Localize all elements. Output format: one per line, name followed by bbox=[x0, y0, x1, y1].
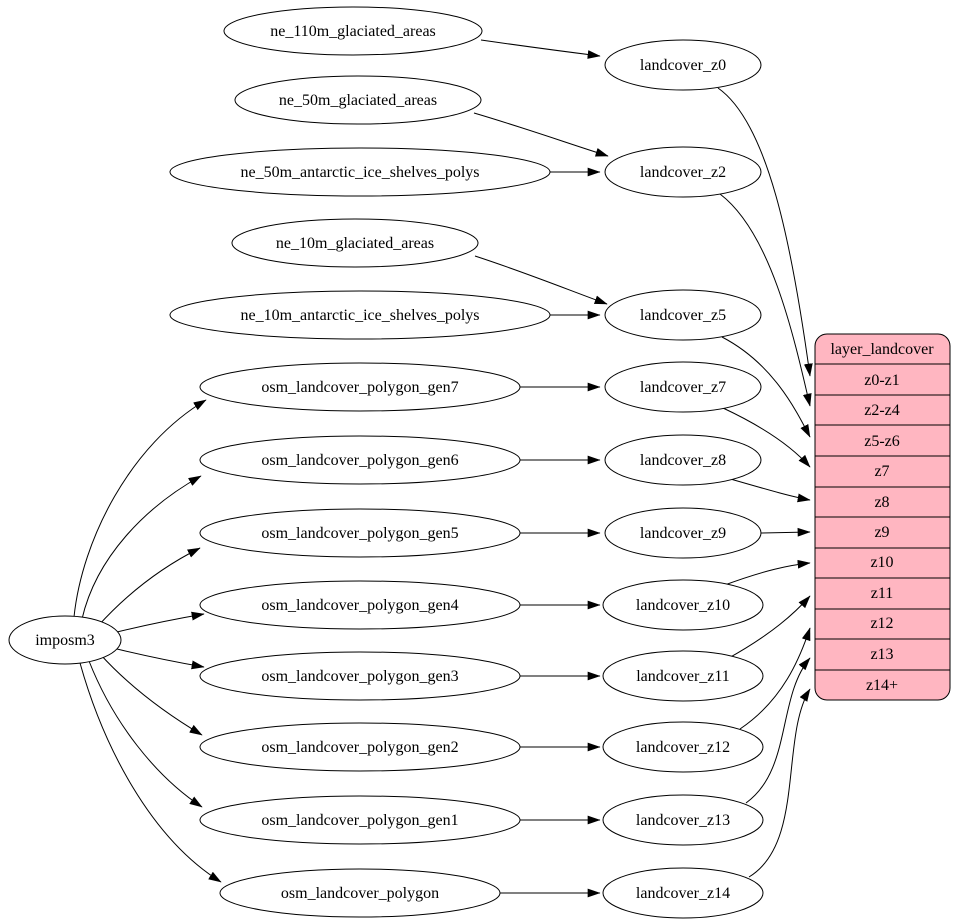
node-label-landcover_z8: landcover_z8 bbox=[640, 452, 726, 469]
node-osm_landcover_polygon_gen1: osm_landcover_polygon_gen1 bbox=[199, 795, 521, 845]
record-row-z0-z1: z0-z1 bbox=[864, 372, 900, 389]
node-landcover_z10: landcover_z10 bbox=[602, 579, 764, 631]
node-label-imposm3: imposm3 bbox=[35, 632, 95, 649]
node-landcover_z8: landcover_z8 bbox=[604, 434, 762, 486]
node-landcover_z12: landcover_z12 bbox=[602, 721, 764, 773]
node-label-landcover_z11: landcover_z11 bbox=[636, 668, 730, 685]
node-ne_10m_glaciated_areas: ne_10m_glaciated_areas bbox=[231, 218, 479, 268]
node-landcover_z2: landcover_z2 bbox=[604, 146, 762, 198]
node-label-ne_110m_glaciated_areas: ne_110m_glaciated_areas bbox=[270, 23, 436, 40]
node-osm_landcover_polygon_gen5: osm_landcover_polygon_gen5 bbox=[199, 508, 521, 558]
node-label-landcover_z14: landcover_z14 bbox=[636, 885, 730, 902]
node-osm_landcover_polygon_gen2: osm_landcover_polygon_gen2 bbox=[199, 722, 521, 772]
node-label-osm_landcover_polygon_gen7: osm_landcover_polygon_gen7 bbox=[261, 379, 458, 396]
node-label-ne_10m_glaciated_areas: ne_10m_glaciated_areas bbox=[276, 235, 434, 252]
edge-landcover_z12-row-z12 bbox=[739, 627, 811, 730]
node-label-landcover_z5: landcover_z5 bbox=[640, 307, 726, 324]
edge-imposm3-osm_landcover_polygon_gen3 bbox=[116, 648, 205, 670]
edge-landcover_z2-row-z2-z4 bbox=[719, 193, 812, 407]
node-label-landcover_z2: landcover_z2 bbox=[640, 164, 726, 181]
record-row-z12: z12 bbox=[870, 615, 893, 632]
edge-landcover_z14-row-z14plus bbox=[748, 688, 811, 878]
node-landcover_z5: landcover_z5 bbox=[604, 289, 762, 341]
node-label-osm_landcover_polygon_gen3: osm_landcover_polygon_gen3 bbox=[261, 668, 458, 685]
node-landcover_z14: landcover_z14 bbox=[602, 867, 764, 919]
node-label-landcover_z10: landcover_z10 bbox=[636, 597, 730, 614]
edge-imposm3-osm_landcover_polygon_gen4 bbox=[116, 611, 205, 633]
node-osm_landcover_polygon_gen7: osm_landcover_polygon_gen7 bbox=[199, 362, 521, 412]
edge-imposm3-osm_landcover_polygon_gen7 bbox=[73, 399, 207, 618]
edge-landcover_z10-row-z10 bbox=[721, 559, 811, 587]
edge-landcover_z13-row-z13 bbox=[745, 657, 811, 804]
node-label-osm_landcover_polygon_gen4: osm_landcover_polygon_gen4 bbox=[261, 597, 458, 614]
node-label-landcover_z7: landcover_z7 bbox=[640, 379, 726, 396]
edges-group bbox=[73, 39, 813, 898]
edge-imposm3-osm_landcover_polygon bbox=[79, 662, 222, 883]
node-landcover_z11: landcover_z11 bbox=[602, 650, 764, 702]
edge-imposm3-osm_landcover_polygon_gen2 bbox=[99, 653, 203, 736]
edge-landcover_z5-row-z5-z6 bbox=[721, 336, 811, 438]
node-osm_landcover_polygon: osm_landcover_polygon bbox=[219, 868, 501, 918]
record-row-z5-z6: z5-z6 bbox=[864, 433, 900, 450]
node-label-osm_landcover_polygon_gen5: osm_landcover_polygon_gen5 bbox=[261, 525, 458, 542]
node-landcover_z9: landcover_z9 bbox=[604, 507, 762, 559]
edge-imposm3-osm_landcover_polygon_gen6 bbox=[81, 475, 202, 620]
node-label-landcover_z12: landcover_z12 bbox=[636, 739, 730, 756]
node-osm_landcover_polygon_gen4: osm_landcover_polygon_gen4 bbox=[199, 580, 521, 630]
record-title: layer_landcover bbox=[830, 341, 934, 358]
edge-imposm3-osm_landcover_polygon_gen1 bbox=[88, 660, 203, 808]
record-layer_landcover: layer_landcover z0-z1 z2-z4 z5-z6 z7 z8 … bbox=[814, 333, 951, 701]
node-ne_110m_glaciated_areas: ne_110m_glaciated_areas bbox=[223, 6, 483, 56]
node-osm_landcover_polygon_gen3: osm_landcover_polygon_gen3 bbox=[199, 651, 521, 701]
edge-landcover_z11-row-z11 bbox=[726, 595, 811, 660]
node-label-osm_landcover_polygon: osm_landcover_polygon bbox=[281, 885, 439, 902]
edge-ne_110m_glaciated_areas-landcover_z0 bbox=[480, 39, 601, 59]
edge-landcover_z7-row-z7 bbox=[722, 407, 811, 468]
node-label-ne_50m_glaciated_areas: ne_50m_glaciated_areas bbox=[279, 92, 437, 109]
record-row-z14plus: z14+ bbox=[866, 677, 898, 694]
node-label-ne_10m_antarctic_ice_shelves_polys: ne_10m_antarctic_ice_shelves_polys bbox=[240, 307, 479, 324]
node-landcover_z13: landcover_z13 bbox=[602, 794, 764, 846]
record-row-z13: z13 bbox=[870, 646, 893, 663]
node-label-landcover_z9: landcover_z9 bbox=[640, 525, 726, 542]
node-imposm3: imposm3 bbox=[8, 615, 122, 665]
record-row-z10: z10 bbox=[870, 554, 893, 571]
node-label-osm_landcover_polygon_gen1: osm_landcover_polygon_gen1 bbox=[261, 812, 458, 829]
edge-landcover_z8-row-z8 bbox=[726, 477, 811, 503]
edge-landcover_z9-row-z9 bbox=[760, 527, 811, 537]
node-landcover_z0: landcover_z0 bbox=[604, 39, 762, 91]
edge-landcover_z0-row-z0-z1 bbox=[717, 87, 813, 377]
edge-ne_50m_glaciated_areas-landcover_z2 bbox=[473, 112, 609, 157]
edge-ne_10m_glaciated_areas-landcover_z5 bbox=[474, 255, 608, 305]
record-row-z8: z8 bbox=[874, 494, 889, 511]
record-row-z11: z11 bbox=[871, 585, 894, 602]
edge-imposm3-osm_landcover_polygon_gen5 bbox=[97, 547, 201, 627]
node-label-ne_50m_antarctic_ice_shelves_polys: ne_50m_antarctic_ice_shelves_polys bbox=[240, 164, 479, 181]
node-label-osm_landcover_polygon_gen6: osm_landcover_polygon_gen6 bbox=[261, 452, 458, 469]
record-row-z2-z4: z2-z4 bbox=[864, 402, 900, 419]
record-row-z9: z9 bbox=[874, 524, 889, 541]
record-row-z7: z7 bbox=[874, 463, 889, 480]
node-label-osm_landcover_polygon_gen2: osm_landcover_polygon_gen2 bbox=[261, 739, 458, 756]
node-osm_landcover_polygon_gen6: osm_landcover_polygon_gen6 bbox=[199, 435, 521, 485]
node-ne_50m_glaciated_areas: ne_50m_glaciated_areas bbox=[234, 75, 482, 125]
node-label-landcover_z0: landcover_z0 bbox=[640, 57, 726, 74]
node-ne_10m_antarctic_ice_shelves_polys: ne_10m_antarctic_ice_shelves_polys bbox=[169, 290, 551, 340]
node-ne_50m_antarctic_ice_shelves_polys: ne_50m_antarctic_ice_shelves_polys bbox=[169, 147, 551, 197]
node-label-landcover_z13: landcover_z13 bbox=[636, 812, 730, 829]
node-landcover_z7: landcover_z7 bbox=[604, 361, 762, 413]
